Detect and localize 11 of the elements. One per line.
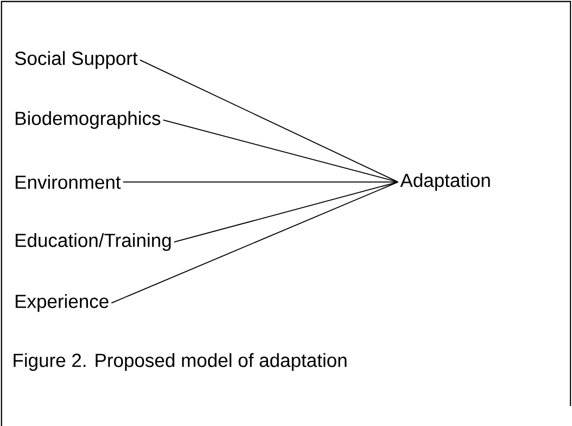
connector-line	[139, 60, 398, 182]
caption: Figure 2. Proposed model of adaptation	[14, 353, 346, 371]
factor-label: Biodemographics	[16, 111, 160, 129]
factor-label: Adaptation	[400, 173, 490, 191]
connector-line	[174, 182, 398, 242]
connector-line	[110, 182, 398, 304]
factor-label: Education/Training	[16, 233, 171, 251]
factor-label: Experience	[16, 294, 108, 312]
connector-line	[162, 120, 398, 182]
factor-label: Environment	[16, 175, 121, 189]
factor-label: Social Support	[15, 51, 138, 69]
